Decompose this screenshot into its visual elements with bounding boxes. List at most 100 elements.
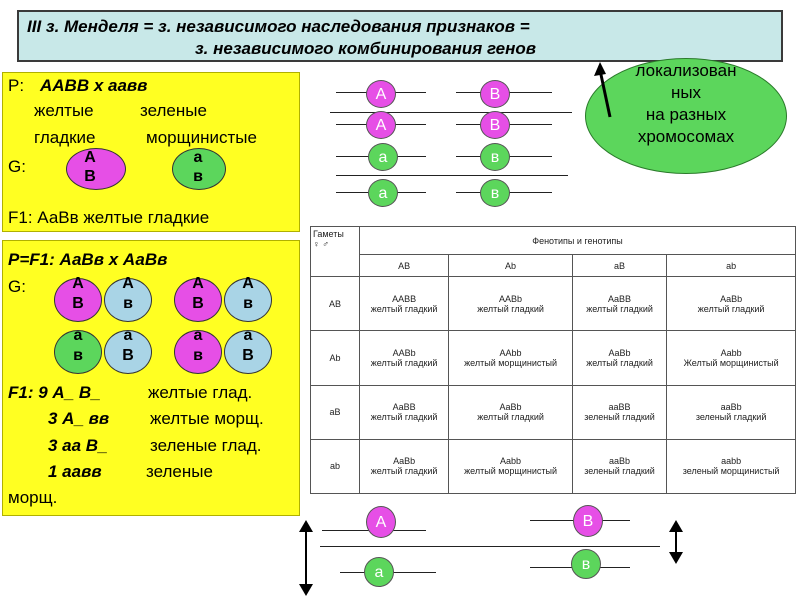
title-line-2: з. независимого комбинирования генов: [195, 39, 536, 58]
double-arrow-icon: [299, 520, 313, 596]
gamete-top: а: [193, 327, 203, 344]
row-gamete: AB: [310, 275, 360, 332]
title-box: III з. Менделя = з. независимого наследо…: [17, 10, 783, 62]
p-cross: ААВВ х аавв: [40, 76, 148, 95]
allele-b-bottom: в: [571, 549, 601, 579]
cell-phenotype: желтый гладкий: [477, 412, 544, 423]
f1-result: F1: АаВв желтые гладкие: [8, 208, 210, 227]
cell-genotype: Aabb: [500, 456, 522, 467]
gamete-oval: [224, 278, 272, 322]
cell-genotype: AaBb: [608, 347, 631, 358]
corner-cell: Гаметы♀ ♂: [310, 226, 360, 277]
f1-line-2-phenotype: желтые морщ.: [150, 409, 264, 428]
row-gamete: Ab: [310, 330, 360, 386]
gamete-oval: [224, 330, 272, 374]
row-gamete: aB: [310, 384, 360, 440]
cell-phenotype: желтый гладкий: [477, 303, 544, 314]
cell-phenotype: желтый гладкий: [370, 303, 438, 314]
cell-genotype: aabb: [721, 456, 742, 467]
cell-genotype: AaBb: [499, 402, 522, 413]
chromosome-line: [330, 112, 572, 113]
gamete-top: А: [192, 275, 204, 292]
cell-genotype: aaBb: [720, 402, 742, 413]
col-gamete: ab: [666, 254, 796, 277]
chromosome-line: [336, 175, 568, 176]
cell-phenotype: желтый морщинистый: [464, 466, 557, 477]
gamete-bottom: в: [243, 295, 253, 312]
cell-phenotype: Желтый морщинистый: [683, 357, 779, 368]
allele-B-bottom: В: [573, 505, 603, 537]
gamete-AB-top: А: [84, 149, 96, 166]
cell-phenotype: желтый морщинистый: [464, 357, 557, 368]
green-note-text: локализован ных на разных хромосомах: [585, 60, 787, 148]
arrow-up-icon: [594, 62, 612, 118]
corner-female: ♀: [313, 239, 320, 249]
allele-B-1: В: [480, 80, 510, 108]
allele-a-2: а: [368, 179, 398, 207]
cell-genotype: aaBb: [609, 456, 631, 467]
cell-phenotype: желтый гладкий: [370, 412, 438, 423]
f1-line-1-genotype: F1: 9 А_ В_: [8, 383, 101, 402]
gamete-top: а: [243, 327, 253, 344]
p-f1-line: P=F1: АаВв х АаВв: [8, 250, 168, 269]
green-note-line-4: хромосомах: [637, 127, 735, 146]
allele-a-bottom: а: [364, 557, 394, 587]
green-note-line-2: ных: [670, 83, 702, 102]
gamete-bottom: в: [193, 347, 203, 364]
gamete-bottom: В: [192, 295, 204, 312]
gamete-bottom: В: [242, 347, 254, 364]
cell-phenotype: желтый гладкий: [370, 357, 438, 368]
f1-line-5: морщ.: [8, 488, 58, 507]
gamete-bottom: в: [123, 295, 133, 312]
green-note-line-3: на разных: [645, 105, 727, 124]
gamete-oval: [174, 330, 222, 374]
green-note-line-1: локализован: [635, 61, 737, 80]
cell-genotype: aaBB: [608, 402, 631, 413]
allele-A-2: А: [366, 111, 396, 139]
col-gamete: aB: [571, 254, 668, 277]
cell-phenotype: зеленый гладкий: [584, 466, 655, 477]
gamete-oval: [54, 278, 102, 322]
cell-phenotype: желтый гладкий: [586, 357, 653, 368]
gamete-oval: [54, 330, 102, 374]
gamete-top: а: [73, 327, 83, 344]
gamete-AB-oval: [66, 148, 126, 190]
gamete-oval: [104, 330, 152, 374]
corner-label: Гаметы: [313, 229, 344, 239]
g-label-2: G:: [8, 277, 26, 296]
f1-line-3-phenotype: зеленые глад.: [150, 436, 262, 455]
gamete-top: А: [122, 275, 134, 292]
f1-line-1-phenotype: желтые глад.: [148, 383, 253, 402]
col-gamete: Ab: [448, 254, 573, 277]
cell-genotype: AAbb: [499, 347, 522, 358]
gamete-top: а: [123, 327, 133, 344]
cell-genotype: AABb: [499, 293, 523, 304]
p-label: P:: [8, 76, 25, 95]
chromosome-line: [320, 546, 660, 547]
gamete-top: А: [242, 275, 254, 292]
cell-phenotype: зеленый гладкий: [695, 412, 767, 423]
cell-phenotype: зеленый гладкий: [584, 412, 655, 423]
cell-phenotype: желтый гладкий: [586, 303, 653, 314]
f1-line-3-genotype: 3 аа В_: [48, 436, 108, 455]
gamete-ab-top: а: [193, 149, 203, 166]
green-note-oval: [585, 58, 787, 174]
header-cell: Фенотипы и генотипы: [359, 226, 796, 255]
phenotype-yellow: желтые: [34, 101, 94, 120]
cell-phenotype: желтый гладкий: [697, 303, 765, 314]
f1-line-4-genotype: 1 аавв: [48, 462, 102, 481]
